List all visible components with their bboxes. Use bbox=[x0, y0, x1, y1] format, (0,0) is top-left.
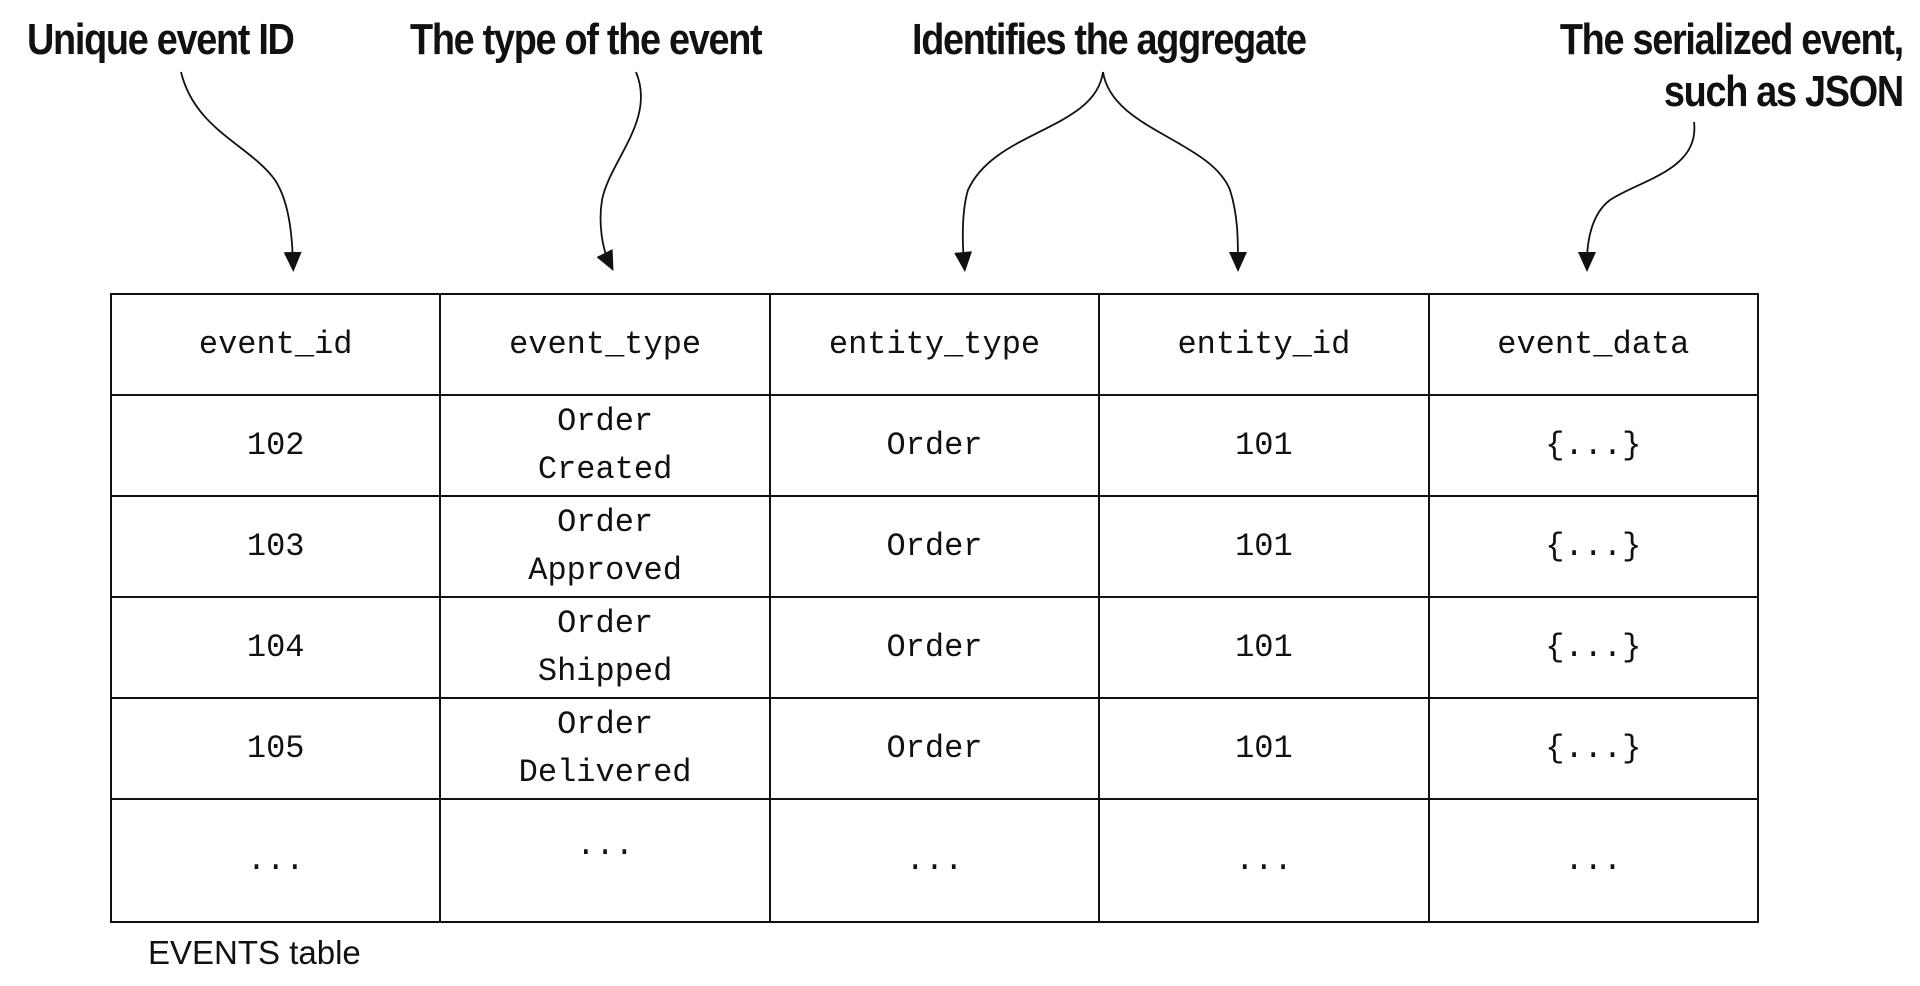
table-caption: EVENTS table bbox=[148, 934, 361, 971]
cell-event-id: 102 bbox=[109, 394, 442, 497]
annotation-event-data: The serialized event, such as JSON bbox=[1559, 14, 1904, 118]
cell-entity-id: 101 bbox=[1098, 697, 1430, 800]
cell-entity-type: Order bbox=[768, 495, 1101, 598]
arrow-aggregate-entity-id bbox=[1102, 71, 1247, 272]
column-header-entity-id: entity_id bbox=[1098, 293, 1430, 396]
cell-entity-type: Order bbox=[768, 697, 1101, 800]
cell-event-data: ... bbox=[1427, 798, 1760, 923]
table-row: 104 Order Shipped Order 101 {...} bbox=[109, 596, 1760, 699]
arrow-event-data bbox=[1578, 121, 1696, 272]
events-table: event_id event_type entity_type entity_i… bbox=[109, 293, 1760, 923]
annotation-event-id: Unique event ID bbox=[27, 15, 295, 64]
cell-event-type: Order Shipped bbox=[439, 596, 771, 699]
cell-entity-type: Order bbox=[768, 394, 1101, 497]
cell-event-id: ... bbox=[109, 798, 442, 923]
cell-event-data: {...} bbox=[1427, 495, 1760, 598]
cell-event-data: {...} bbox=[1427, 394, 1760, 497]
cell-event-type: Order Delivered bbox=[439, 697, 771, 800]
cell-event-id: 105 bbox=[109, 697, 442, 800]
arrow-aggregate-entity-type bbox=[954, 71, 1104, 272]
arrow-event-id bbox=[180, 71, 302, 272]
table-row: 105 Order Delivered Order 101 {...} bbox=[109, 697, 1760, 800]
cell-event-type: Order Approved bbox=[439, 495, 771, 598]
annotation-event-data-line2: such as JSON bbox=[1664, 67, 1904, 116]
annotation-aggregate: Identifies the aggregate bbox=[912, 15, 1307, 64]
annotation-event-data-line1: The serialized event, bbox=[1559, 15, 1904, 64]
column-header-event-type: event_type bbox=[439, 293, 771, 396]
table-row: 102 Order Created Order 101 {...} bbox=[109, 394, 1760, 497]
annotation-event-type: The type of the event bbox=[410, 15, 763, 64]
cell-event-data: {...} bbox=[1427, 697, 1760, 800]
cell-entity-type: Order bbox=[768, 596, 1101, 699]
cell-event-data: {...} bbox=[1427, 596, 1760, 699]
cell-event-id: 103 bbox=[109, 495, 442, 598]
table-header-row: event_id event_type entity_type entity_i… bbox=[109, 293, 1760, 396]
column-header-entity-type: entity_type bbox=[768, 293, 1101, 396]
cell-event-type: ... bbox=[439, 798, 771, 923]
cell-entity-id: 101 bbox=[1098, 495, 1430, 598]
arrow-event-type bbox=[596, 71, 642, 271]
table-row: 103 Order Approved Order 101 {...} bbox=[109, 495, 1760, 598]
cell-entity-id: 101 bbox=[1098, 596, 1430, 699]
cell-entity-id: ... bbox=[1098, 798, 1430, 923]
column-header-event-id: event_id bbox=[109, 293, 442, 396]
cell-event-type: Order Created bbox=[439, 394, 771, 497]
cell-entity-id: 101 bbox=[1098, 394, 1430, 497]
table-row: ... ... ... ... ... bbox=[109, 798, 1760, 923]
column-header-event-data: event_data bbox=[1427, 293, 1760, 396]
cell-entity-type: ... bbox=[768, 798, 1101, 923]
cell-event-id: 104 bbox=[109, 596, 442, 699]
